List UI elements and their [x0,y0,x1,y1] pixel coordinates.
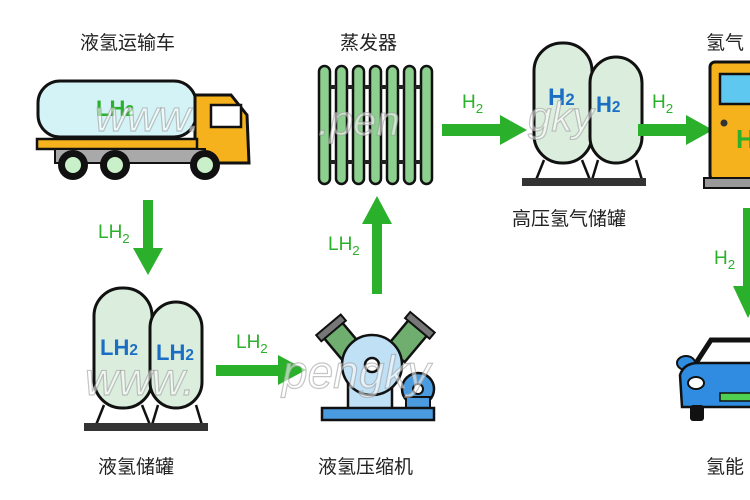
evaporator-label: 蒸发器 [340,32,398,54]
lh2-storage-tanks-icon [84,286,208,431]
truck-icon [35,79,251,180]
flow-arrow-compressor-to-evaporator [362,196,392,294]
flow-label-truck-to-storage: LH2 [98,222,130,246]
watermark-text: pengky [281,345,431,398]
compressor-icon [314,310,437,422]
vehicle-label: 氢能 [706,456,745,478]
flow-label-evaporator-to-hp: H2 [462,92,484,116]
station-sign-text: H [736,124,750,154]
evaporator-icon [317,64,434,186]
watermark-text: www. [94,91,201,141]
truck-label: 液氢运输车 [80,32,176,54]
flow-label-compressor-to-evaporator: LH2 [328,234,360,258]
flow-arrow-truck-to-storage [133,200,163,275]
lh2-storage-tank1-text: LH2 [100,335,138,360]
flow-label-storage-to-compressor: LH2 [236,332,268,356]
fuel-station-icon [703,60,750,189]
flow-label-station-to-vehicle: H2 [714,248,736,272]
hp-storage-tank1-text: H2 [548,84,575,111]
lh2-storage-tank2-text: LH2 [156,340,194,365]
lh2-storage-label: 液氢储罐 [98,456,175,478]
flow-arrow-hp-to-station [638,115,713,145]
hp-storage-tank2-text: H2 [596,92,621,117]
watermark-text: gky [527,92,594,140]
flow-arrow-storage-to-compressor [216,355,306,385]
station-label: 氢气 [706,32,745,54]
flow-arrow-evaporator-to-hp [442,115,527,145]
compressor-label: 液氢压缩机 [318,456,414,478]
truck-tank-text: LH2 [96,96,134,121]
hp-storage-tanks-icon [522,41,646,186]
watermark-text: .pen [317,96,400,144]
flow-arrow-station-to-vehicle [733,208,750,318]
hydrogen-car-icon [676,337,750,421]
hp-storage-label: 高压氢气储罐 [512,208,627,230]
watermark-text: www. [84,352,195,405]
flow-label-hp-to-station: H2 [652,92,674,116]
